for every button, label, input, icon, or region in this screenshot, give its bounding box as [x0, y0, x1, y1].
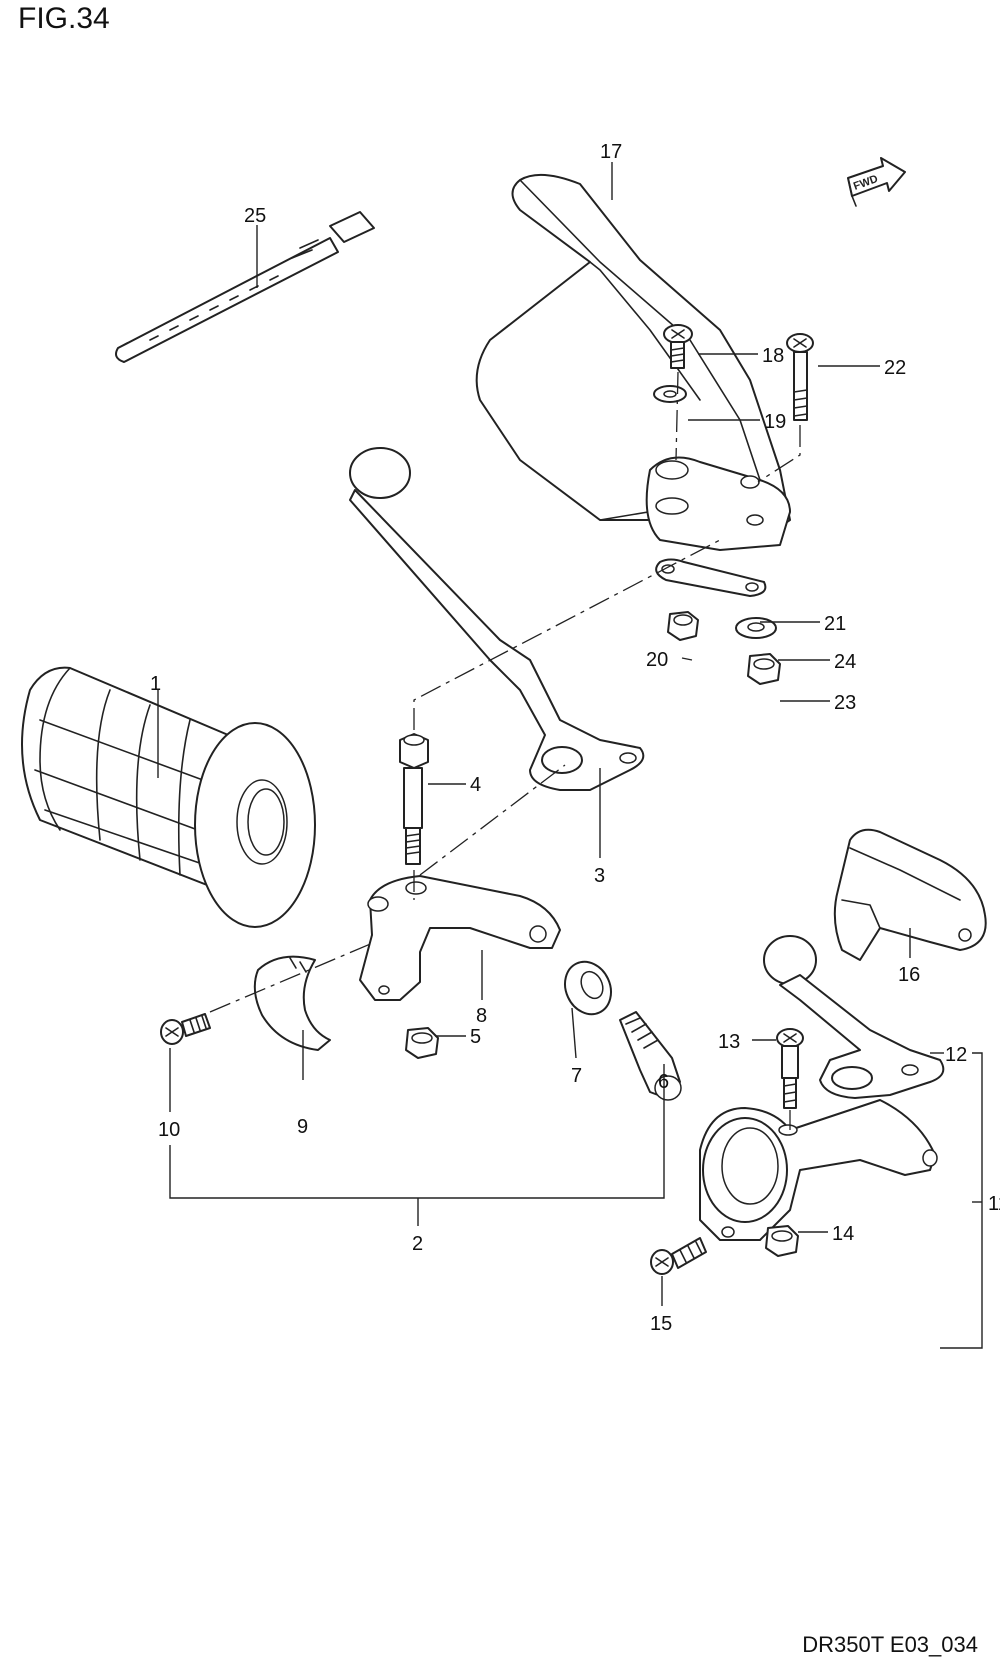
callout-10: 10: [158, 1119, 180, 1141]
part-screw-15: [650, 1237, 707, 1275]
part-clutch-lever: [349, 447, 645, 791]
callout-21: 21: [824, 613, 846, 635]
callout-25: 25: [244, 205, 266, 227]
part-guard-clamp: [645, 456, 791, 551]
part-adjuster-ring: [564, 960, 612, 1016]
callout-12: 12: [945, 1044, 967, 1066]
callout-leaders: [157, 162, 983, 1349]
callout-19: 19: [764, 411, 786, 433]
part-screw-10: [160, 1013, 211, 1045]
part-front-brake-lever: [763, 935, 945, 1099]
part-cable-tie: [115, 211, 375, 363]
callout-2: 2: [412, 1233, 423, 1255]
part-screw-18: [663, 324, 693, 369]
part-adjuster-bolt: [619, 1011, 682, 1101]
fwd-arrow-icon: FWD: [847, 157, 906, 207]
callout-4: 4: [470, 774, 481, 796]
assembly-center-lines: [209, 371, 801, 1130]
callout-15: 15: [650, 1313, 672, 1335]
diagram-code: DR350T E03_034: [802, 1632, 978, 1657]
part-pivot-bolt-13: [776, 1028, 804, 1109]
callout-14: 14: [832, 1223, 854, 1245]
callout-3: 3: [594, 865, 605, 887]
part-clamp-9: [253, 955, 331, 1051]
part-lever-holder: [359, 875, 561, 1001]
figure-title: FIG.34: [18, 2, 110, 35]
part-nut-5: [405, 1027, 439, 1059]
callout-18: 18: [762, 345, 784, 367]
callout-7: 7: [571, 1065, 582, 1087]
callout-labels: 1 2 3 4 5 6 7 8 9 10 11 12 13 14 15 16 1…: [150, 141, 1000, 1335]
callout-5: 5: [470, 1026, 481, 1048]
callout-20: 20: [646, 649, 668, 671]
part-plate-21: [655, 558, 767, 597]
callout-24: 24: [834, 651, 856, 673]
callout-6: 6: [658, 1071, 669, 1093]
callout-22: 22: [884, 357, 906, 379]
callout-16: 16: [898, 964, 920, 986]
callout-23: 23: [834, 692, 856, 714]
part-handlebar-grip: [21, 666, 316, 928]
part-pivot-bolt: [399, 733, 429, 865]
part-nut-23: [747, 653, 781, 685]
part-lever-boot: [833, 828, 987, 961]
part-screw-22: [786, 333, 814, 421]
callout-8: 8: [476, 1005, 487, 1027]
part-lever-holder-11: [699, 1099, 938, 1241]
callout-1: 1: [150, 673, 161, 695]
part-nut-20: [667, 611, 699, 641]
part-nut-14: [765, 1225, 799, 1257]
callout-13: 13: [718, 1031, 740, 1053]
callout-9: 9: [297, 1116, 308, 1138]
callout-17: 17: [600, 141, 622, 163]
callout-11: 11: [988, 1193, 1000, 1215]
